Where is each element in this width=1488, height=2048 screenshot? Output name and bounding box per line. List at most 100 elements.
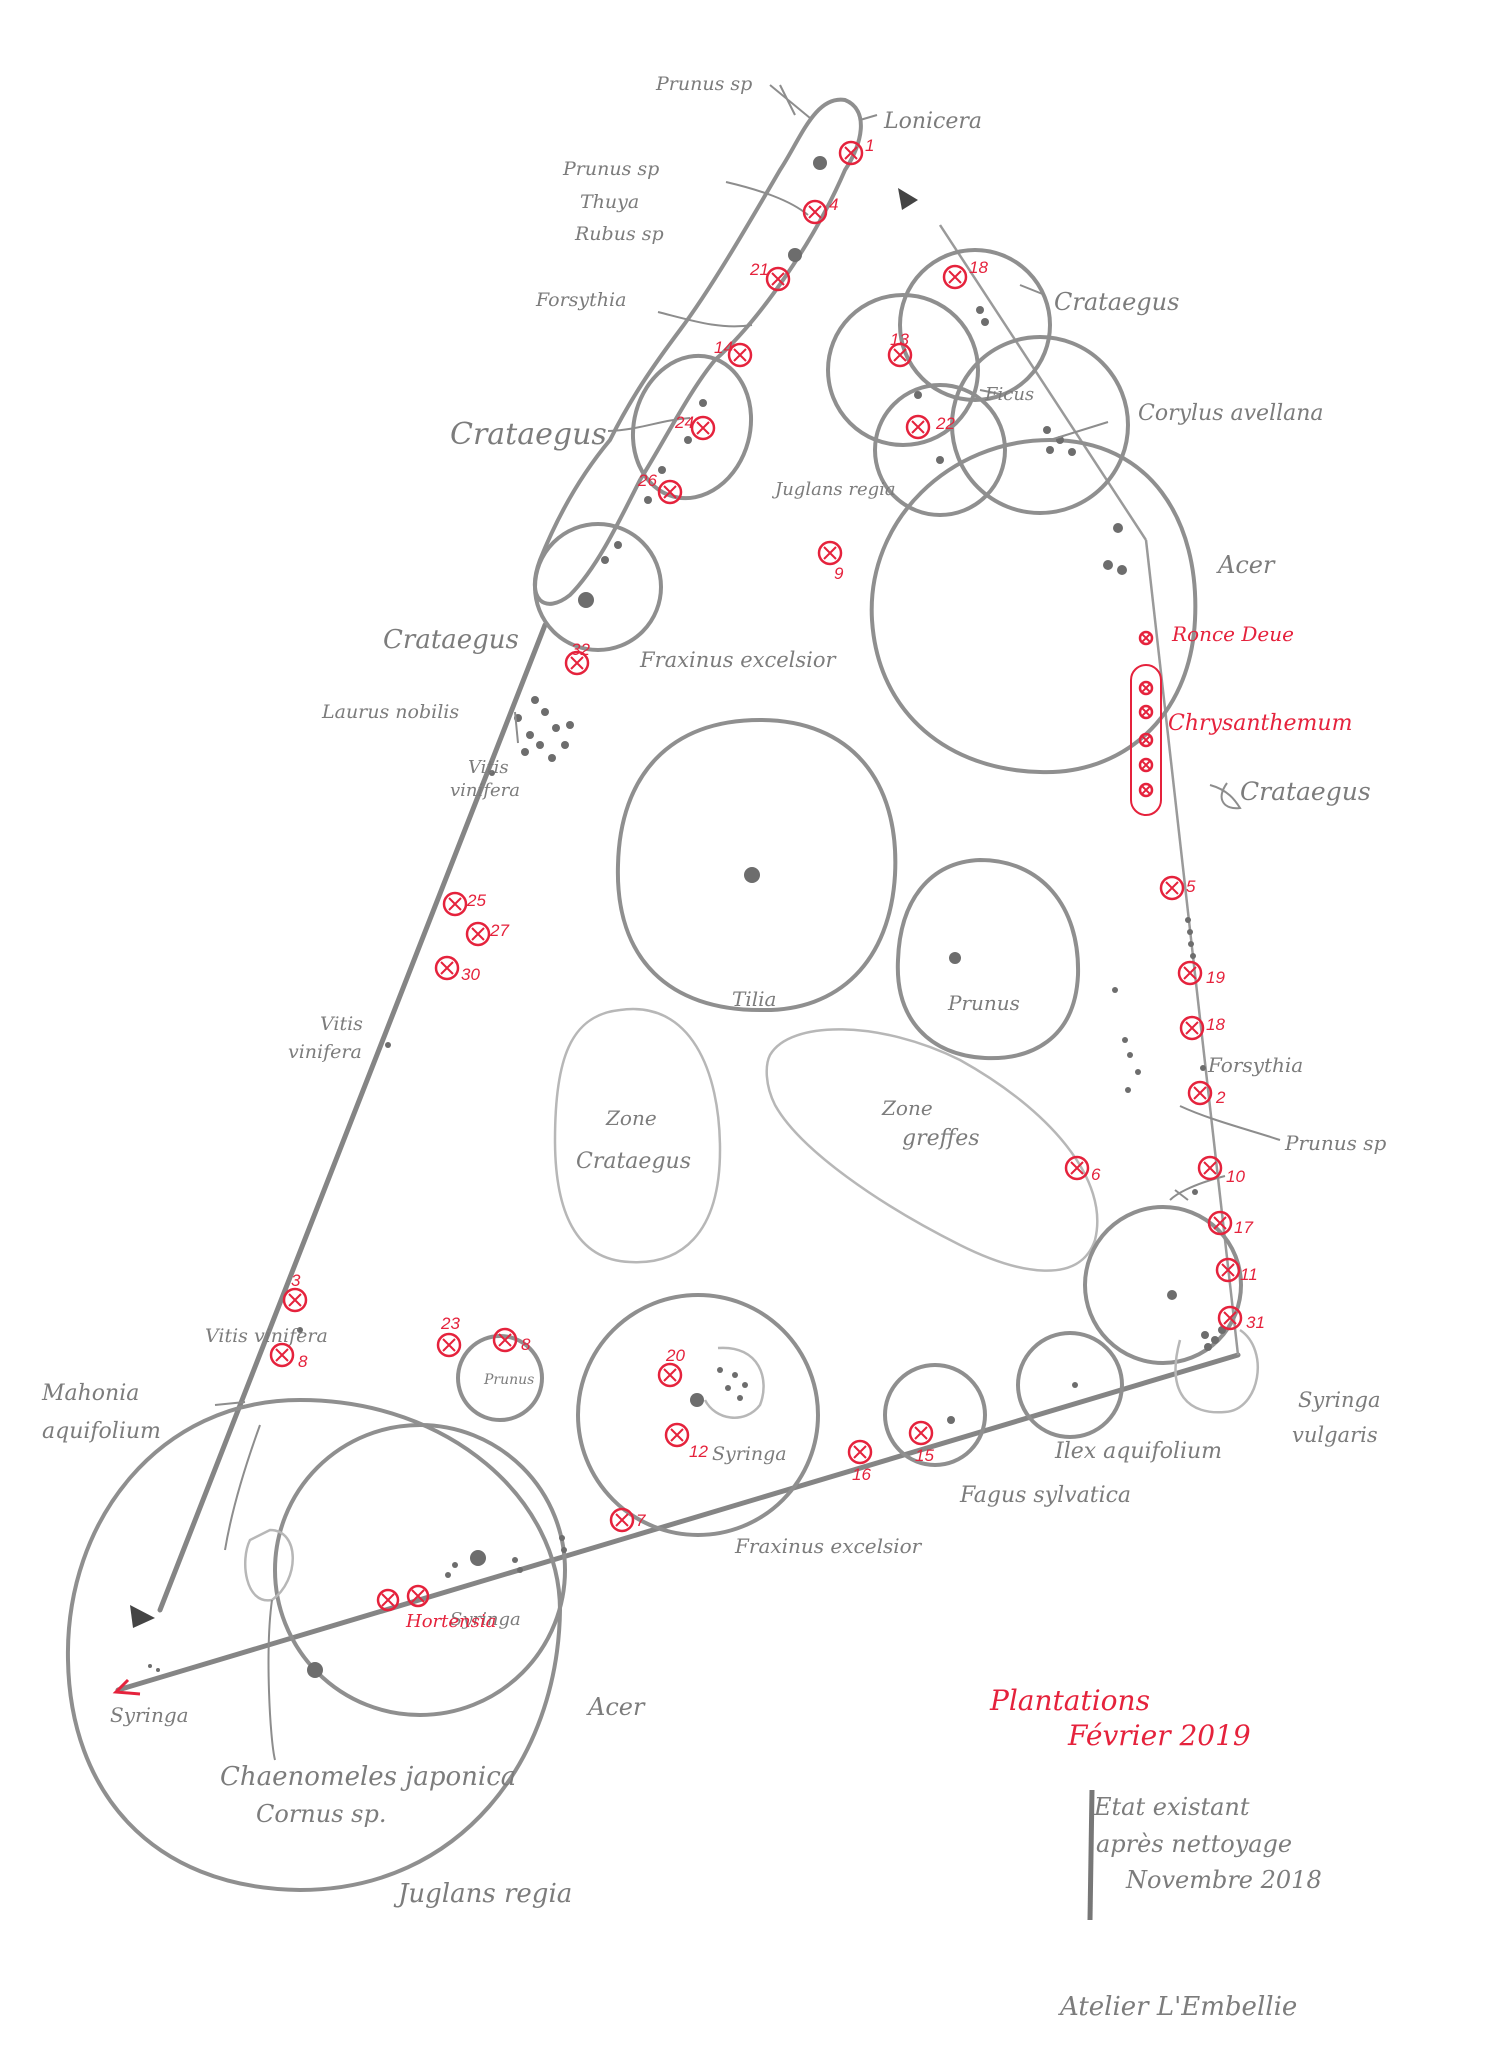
dot bbox=[1103, 560, 1113, 570]
etat-note: Etat existant après nettoyage Novembre 2… bbox=[1087, 1789, 1322, 1921]
label-mahonia-2: aquifolium bbox=[42, 1419, 161, 1444]
ilex-circle bbox=[1016, 1331, 1124, 1439]
planting-marker-number: 10 bbox=[1226, 1167, 1245, 1186]
planting-marker-number: 24 bbox=[674, 413, 694, 432]
label-juglans-regia-bottom: Juglans regia bbox=[393, 1879, 572, 1909]
planting-marker-cross bbox=[696, 421, 710, 435]
label-rubus: Rubus sp bbox=[574, 223, 664, 245]
planting-marker-number: 16 bbox=[852, 1465, 871, 1484]
syringa-center-circle bbox=[576, 1293, 820, 1537]
label-vitis-mid-2: vinifera bbox=[288, 1041, 362, 1063]
planting-marker-circle bbox=[817, 540, 843, 566]
hedge-dot bbox=[614, 541, 622, 549]
planting-marker-number: 19 bbox=[1206, 968, 1225, 987]
mahonia-shape bbox=[224, 1424, 261, 1551]
hedge-dot bbox=[644, 496, 652, 504]
dot bbox=[1167, 1290, 1177, 1300]
label-corylus: Corylus avellana bbox=[1138, 401, 1324, 426]
planting-marker-cross bbox=[1141, 683, 1151, 693]
planting-marker-cross bbox=[498, 1333, 512, 1347]
label-prunus-circle: Prunus bbox=[947, 991, 1020, 1015]
label-syringa-vulgaris-1: Syringa bbox=[1298, 1388, 1381, 1412]
planting-marker-cross bbox=[911, 420, 925, 434]
label-acer-bottom: Acer bbox=[586, 1693, 646, 1721]
planting-marker-cross bbox=[771, 272, 785, 286]
planting-marker-circle bbox=[1159, 875, 1185, 901]
east-hedge-items bbox=[1112, 664, 1206, 1201]
credit: Atelier L'Embellie bbox=[1058, 1992, 1297, 2022]
planting-marker-number: 12 bbox=[689, 1442, 708, 1461]
planting-marker-circle bbox=[436, 1332, 462, 1358]
laurus-dots bbox=[514, 696, 574, 762]
boundary-south bbox=[115, 1352, 1241, 1693]
label-crataegus-node: Crataegus bbox=[383, 625, 519, 655]
planting-marker-cross bbox=[808, 205, 822, 219]
label-chaenomeles: Chaenomeles japonica bbox=[220, 1762, 516, 1792]
vitis-dots bbox=[297, 770, 495, 1333]
planting-marker-cross bbox=[381, 1593, 395, 1607]
tilia-canopy bbox=[615, 718, 898, 1013]
label-ficus: Ficus bbox=[984, 384, 1034, 405]
crataegus-node-circle bbox=[533, 522, 663, 652]
label-syringa-center: Syringa bbox=[712, 1443, 787, 1465]
fagus-circle bbox=[883, 1363, 987, 1467]
hedge-dot bbox=[578, 592, 594, 608]
boundary-west bbox=[157, 622, 548, 1613]
dot bbox=[936, 456, 944, 464]
label-crataegus-left: Crataegus bbox=[450, 417, 607, 452]
planting-marker-number: 18 bbox=[1206, 1015, 1225, 1034]
planting-marker-number: 23 bbox=[440, 1314, 460, 1333]
planting-marker-circle bbox=[690, 415, 716, 441]
planting-marker-number: 5 bbox=[1186, 877, 1196, 896]
label-zone-crataegus-2: Crataegus bbox=[576, 1149, 691, 1174]
planting-marker-circle bbox=[1215, 1257, 1241, 1283]
planting-marker-circle bbox=[1138, 680, 1154, 696]
planting-marker-circle bbox=[1064, 1155, 1090, 1181]
label-juglans-regia-mid: Juglans regia bbox=[771, 479, 896, 500]
label-forsythia-top: Forsythia bbox=[535, 289, 626, 311]
central-trees bbox=[553, 718, 1099, 1272]
label-ronce-deue: Ronce Deue bbox=[1171, 622, 1294, 646]
planting-marker-cross bbox=[1141, 707, 1151, 717]
label-lonicera: Lonicera bbox=[883, 109, 982, 134]
label-crataegus-right: Crataegus bbox=[1240, 777, 1371, 806]
planting-marker-cross bbox=[1141, 760, 1151, 770]
planting-marker-cross bbox=[733, 348, 747, 362]
label-syringa-corner: Syringa bbox=[110, 1703, 189, 1727]
syringa-center-trunk bbox=[690, 1393, 704, 1407]
juglans-trunk bbox=[307, 1662, 323, 1678]
acer-canopy bbox=[869, 438, 1198, 775]
planting-marker-number: 8 bbox=[298, 1352, 308, 1371]
label-prunus-small: Prunus bbox=[483, 1372, 534, 1388]
circle-13 bbox=[826, 293, 980, 447]
planting-marker-circle bbox=[847, 1439, 873, 1465]
planting-marker-number: 32 bbox=[571, 640, 590, 659]
planting-marker-number: 9 bbox=[834, 564, 844, 583]
planting-marker-circle bbox=[1179, 1015, 1205, 1041]
planting-marker-cross bbox=[1165, 881, 1179, 895]
planting-marker-number: 25 bbox=[466, 891, 486, 910]
planting-marker-number: 13 bbox=[890, 330, 909, 349]
label-mahonia-1: Mahonia bbox=[41, 1381, 139, 1406]
planting-marker-cross bbox=[1203, 1161, 1217, 1175]
planting-marker-circle bbox=[376, 1588, 400, 1612]
label-prunus-right: Prunus sp bbox=[1284, 1131, 1387, 1155]
label-prunus-top: Prunus sp bbox=[655, 73, 752, 95]
planting-marker-circle bbox=[465, 921, 491, 947]
prunus-circle bbox=[895, 858, 1081, 1061]
planting-marker-number: 7 bbox=[636, 1511, 646, 1530]
planting-marker-circle bbox=[1138, 757, 1154, 773]
planting-marker-circle bbox=[1177, 960, 1203, 986]
label-zone-crataegus-1: Zone bbox=[605, 1106, 657, 1130]
syringa-vulgaris-circle bbox=[1083, 1205, 1243, 1365]
planting-marker-cross bbox=[440, 961, 454, 975]
label-syringa-inner: Syringa bbox=[450, 1609, 521, 1630]
label-fagus: Fagus sylvatica bbox=[959, 1483, 1131, 1508]
syringa-center-shrub bbox=[703, 1346, 765, 1419]
planting-marker-circle bbox=[282, 1287, 308, 1313]
planting-marker-cross bbox=[448, 897, 462, 911]
corner-arrow-marker bbox=[130, 1605, 155, 1628]
planting-marker-cross bbox=[1185, 1021, 1199, 1035]
